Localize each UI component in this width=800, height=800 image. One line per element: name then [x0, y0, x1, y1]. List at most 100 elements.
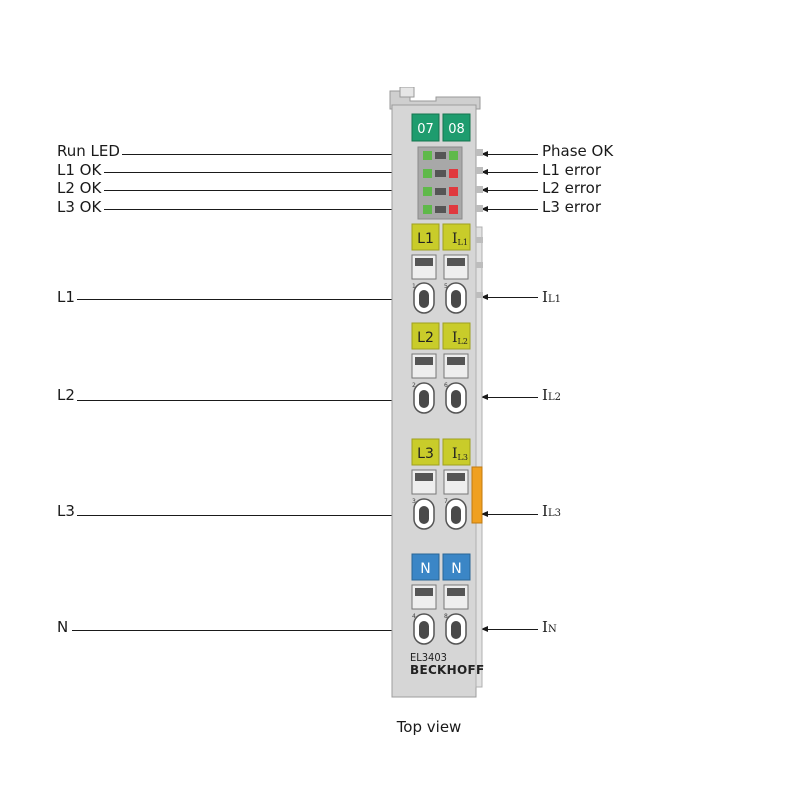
contact-2	[413, 382, 435, 414]
label-il1	[442, 223, 471, 251]
el3403-terminal: 07 08 L1 IL1 1 5 L2 IL2	[389, 87, 483, 698]
contact-number-7: 7	[444, 498, 448, 505]
model-number: EL3403	[410, 651, 447, 664]
contact-7	[445, 498, 467, 530]
contact-4	[413, 613, 435, 645]
l2-ok-label: L2 OK	[57, 179, 102, 197]
run-led-leader	[122, 151, 406, 157]
caption: Top view	[396, 718, 462, 736]
label-n-left	[411, 553, 440, 581]
contact-number-1: 1	[412, 283, 416, 290]
l3-label: L3	[57, 502, 75, 520]
l1-ok-led	[423, 169, 432, 178]
spring-release-2	[411, 353, 437, 379]
label-l3	[411, 438, 440, 466]
l2-ok-leader	[104, 187, 406, 193]
channel-tag-07	[411, 113, 440, 142]
l3-error-leader	[481, 206, 538, 212]
phase-ok-led	[449, 151, 458, 160]
l1-error-label: L1 error	[542, 161, 601, 179]
contact-number-5: 5	[444, 283, 448, 290]
contact-1	[413, 282, 435, 314]
side-bump	[476, 292, 483, 298]
side-bump	[476, 149, 483, 156]
in-label: IN	[542, 618, 557, 636]
side-bump	[476, 262, 483, 268]
side-bump	[476, 186, 483, 193]
label-il3	[442, 438, 471, 466]
contact-number-3: 3	[412, 498, 416, 505]
l2-leader	[77, 397, 405, 403]
spring-release-6	[443, 353, 469, 379]
led-divider	[435, 188, 446, 195]
spring-release-1	[411, 254, 437, 280]
channel-tag-07-text: 07	[417, 122, 434, 137]
contact-3	[413, 498, 435, 530]
label-l3-text: L3	[417, 446, 434, 462]
contact-8	[445, 613, 467, 645]
l3-leader	[77, 512, 405, 518]
label-n-left-text: N	[420, 561, 430, 577]
l2-error-leader	[481, 187, 538, 193]
side-bump	[476, 205, 483, 212]
l2-label: L2	[57, 386, 75, 404]
il3-label: IL3	[542, 502, 561, 520]
l2-ok-led	[423, 187, 432, 196]
contact-5	[445, 282, 467, 314]
side-bump	[476, 167, 483, 174]
label-n-right	[442, 553, 471, 581]
il1-label: IL1	[542, 288, 561, 306]
spring-release-7	[443, 469, 469, 495]
run-led-label: Run LED	[57, 142, 120, 160]
label-l1-text: L1	[417, 231, 434, 247]
label-il2-text: IL2	[452, 330, 468, 346]
l3-error-label: L3 error	[542, 198, 601, 216]
label-il3-text: IL3	[452, 446, 468, 462]
n-label: N	[57, 618, 69, 636]
l1-ok-leader	[104, 169, 406, 175]
run-led	[423, 151, 432, 160]
l3-ok-leader	[104, 206, 406, 212]
contact-number-2: 2	[412, 382, 416, 389]
side-bump	[476, 237, 483, 243]
brand-logo: BECKHOFF	[410, 663, 485, 677]
l2-error-label: L2 error	[542, 179, 601, 197]
n-leader	[72, 627, 405, 633]
il2-leader	[481, 394, 538, 400]
led-divider	[435, 170, 446, 177]
orange-latch	[471, 466, 483, 524]
contact-6	[445, 382, 467, 414]
label-il2	[442, 322, 471, 350]
label-l1	[411, 223, 440, 251]
il1-leader	[481, 294, 538, 300]
in-leader	[481, 626, 538, 632]
top-latch	[399, 87, 415, 98]
contact-number-8: 8	[444, 613, 448, 620]
channel-tag-08-text: 08	[448, 122, 465, 137]
led-divider	[435, 206, 446, 213]
label-l2	[411, 322, 440, 350]
contact-number-4: 4	[412, 613, 416, 620]
contact-number-6: 6	[444, 382, 448, 389]
l1-label: L1	[57, 288, 75, 306]
l2-error-led	[449, 187, 458, 196]
phase-ok-label: Phase OK	[542, 142, 614, 160]
spring-release-4	[411, 584, 437, 610]
channel-tag-08	[442, 113, 471, 142]
l3-ok-led	[423, 205, 432, 214]
spring-release-3	[411, 469, 437, 495]
l3-error-led	[449, 205, 458, 214]
label-n-right-text: N	[451, 561, 461, 577]
led-divider	[435, 152, 446, 159]
spring-release-5	[443, 254, 469, 280]
spring-release-8	[443, 584, 469, 610]
label-l2-text: L2	[417, 330, 434, 346]
il3-leader	[481, 511, 538, 517]
l1-ok-label: L1 OK	[57, 161, 102, 179]
l1-leader	[77, 296, 405, 302]
l1-error-led	[449, 169, 458, 178]
il2-label: IL2	[542, 386, 561, 404]
phase-ok-leader	[481, 151, 538, 157]
side-rail	[475, 226, 483, 688]
l1-error-leader	[481, 169, 538, 175]
